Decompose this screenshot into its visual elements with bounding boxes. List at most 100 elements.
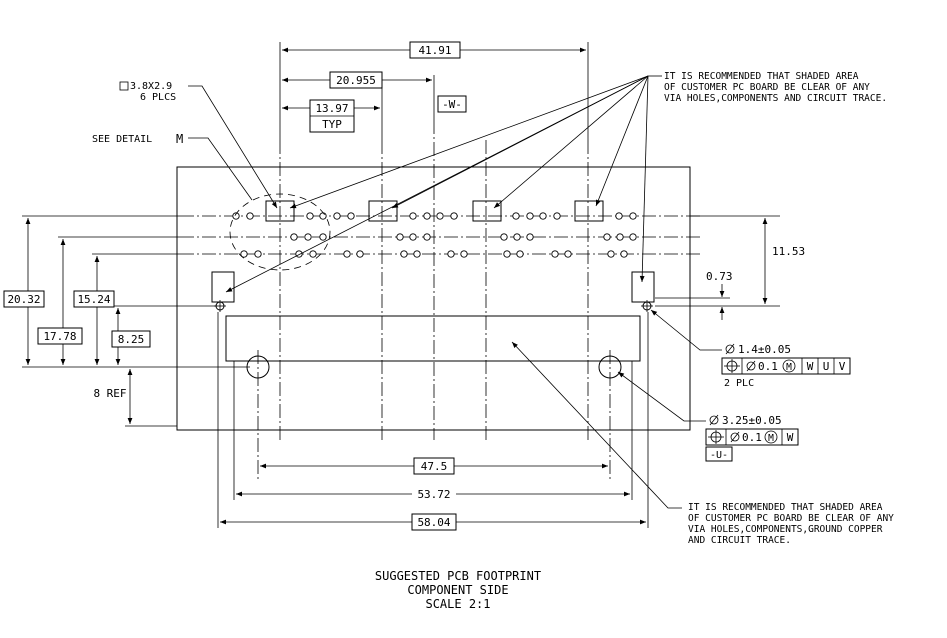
pin-hole (526, 233, 534, 241)
dim-17-78: 17.78 (43, 330, 76, 343)
board-outline (176, 166, 691, 431)
left-dimensions (22, 215, 250, 427)
dim-0-73: 0.73 (706, 270, 733, 283)
connector-body-keepout (225, 315, 641, 362)
note-top-line-1: IT IS RECOMMENDED THAT SHADED AREA (664, 71, 859, 82)
dim-58-04: 58.04 (417, 516, 450, 529)
dim-53-72: 53.72 (417, 488, 450, 501)
dim-13-97: 13.97 (315, 102, 348, 115)
diameter-icon-2 (709, 415, 719, 425)
pin-hole (629, 233, 637, 241)
detail-m-circle (229, 193, 331, 271)
pin-hole (319, 212, 327, 220)
pin-hole (450, 212, 458, 220)
pin-hole (246, 212, 254, 220)
pin-hole (512, 212, 520, 220)
pin-hole (500, 233, 508, 241)
pin-hole (460, 250, 468, 258)
small-hole-size: 1.4±0.05 (738, 343, 791, 356)
top-note-leaders (225, 75, 662, 293)
dim-47-5: 47.5 (421, 460, 448, 473)
pin-hole (564, 250, 572, 258)
datum-u: -U- (710, 450, 728, 461)
pin-hole (290, 233, 298, 241)
datum-w: -W- (442, 98, 462, 111)
pin-hole (400, 250, 408, 258)
pin-hole (447, 250, 455, 258)
large-hole-size: 3.25±0.05 (722, 414, 782, 427)
mmc-symbol: M (786, 362, 792, 373)
pin-hole (620, 250, 628, 258)
mmc-symbol-2: M (768, 433, 774, 444)
small-hole-tol: 0.1 (758, 360, 778, 373)
pin-hole (356, 250, 364, 258)
pin-hole (503, 250, 511, 258)
pin-hole (607, 250, 615, 258)
pin-hole (423, 212, 431, 220)
pin-hole (526, 212, 534, 220)
dim-15-24: 15.24 (77, 293, 110, 306)
right-dimensions (655, 215, 780, 320)
pin-hole (295, 250, 303, 258)
title-line-3: SCALE 2:1 (425, 597, 490, 611)
dim-8-ref: 8 REF (93, 387, 126, 400)
small-hole-datum-3: V (839, 360, 846, 373)
pin-hole (409, 212, 417, 220)
dim-typ: TYP (322, 118, 342, 131)
dim-8-25: 8.25 (118, 333, 145, 346)
see-detail-label: SEE DETAIL (92, 134, 152, 145)
pin-hole (240, 250, 248, 258)
pin-hole (396, 233, 404, 241)
square-symbol-icon (119, 81, 129, 91)
pin-hole (513, 233, 521, 241)
pin-hole (343, 250, 351, 258)
small-hole-frame (721, 357, 851, 375)
center-lines (180, 120, 700, 480)
note-bottom-line-1: IT IS RECOMMENDED THAT SHADED AREA (688, 502, 883, 513)
keepout-squares (211, 200, 655, 303)
small-hole-datum-1: W (807, 360, 814, 373)
note-bottom-line-2: OF CUSTOMER PC BOARD BE CLEAR OF ANY (688, 513, 894, 524)
pin-hole (409, 233, 417, 241)
note-bottom-line-4: AND CIRCUIT TRACE. (688, 535, 791, 546)
note-top-line-3: VIA HOLES,COMPONENTS AND CIRCUIT TRACE. (664, 93, 887, 104)
diameter-icon (725, 344, 735, 354)
dim-20-32: 20.32 (7, 293, 40, 306)
pin-hole (616, 233, 624, 241)
pin-hole (309, 250, 317, 258)
bottom-dimensions (217, 312, 649, 528)
pin-hole (551, 250, 559, 258)
pin-hole (615, 212, 623, 220)
pin-hole (516, 250, 524, 258)
note-bottom-line-3: VIA HOLES,COMPONENTS,GROUND COPPER (688, 524, 883, 535)
pin-hole (304, 233, 312, 241)
pin-hole (347, 212, 355, 220)
square-count-label: 6 PLCS (140, 92, 176, 103)
dim-20-955: 20.955 (336, 74, 376, 87)
detail-letter: M (176, 132, 183, 146)
pin-hole (319, 233, 327, 241)
dim-41-91: 41.91 (418, 44, 451, 57)
square-size-label: 3.8X2.9 (130, 81, 172, 92)
pin-hole (603, 233, 611, 241)
pin-hole (436, 212, 444, 220)
pin-hole (423, 233, 431, 241)
pin-hole (553, 212, 561, 220)
title-line-2: COMPONENT SIDE (407, 583, 508, 597)
pin-hole (254, 250, 262, 258)
large-hole-tol: 0.1 (742, 431, 762, 444)
hole-pattern (232, 212, 637, 258)
small-hole-datum-2: U (823, 360, 830, 373)
pin-hole (232, 212, 240, 220)
large-hole-frame (705, 428, 799, 446)
large-hole-datum-1: W (787, 431, 794, 444)
small-hole-qty: 2 PLC (724, 378, 754, 389)
pin-hole (413, 250, 421, 258)
pin-hole (629, 212, 637, 220)
note-top-line-2: OF CUSTOMER PC BOARD BE CLEAR OF ANY (664, 82, 870, 93)
title-line-1: SUGGESTED PCB FOOTPRINT (375, 569, 541, 583)
dim-11-53: 11.53 (772, 245, 805, 258)
pin-hole (333, 212, 341, 220)
pin-hole (306, 212, 314, 220)
